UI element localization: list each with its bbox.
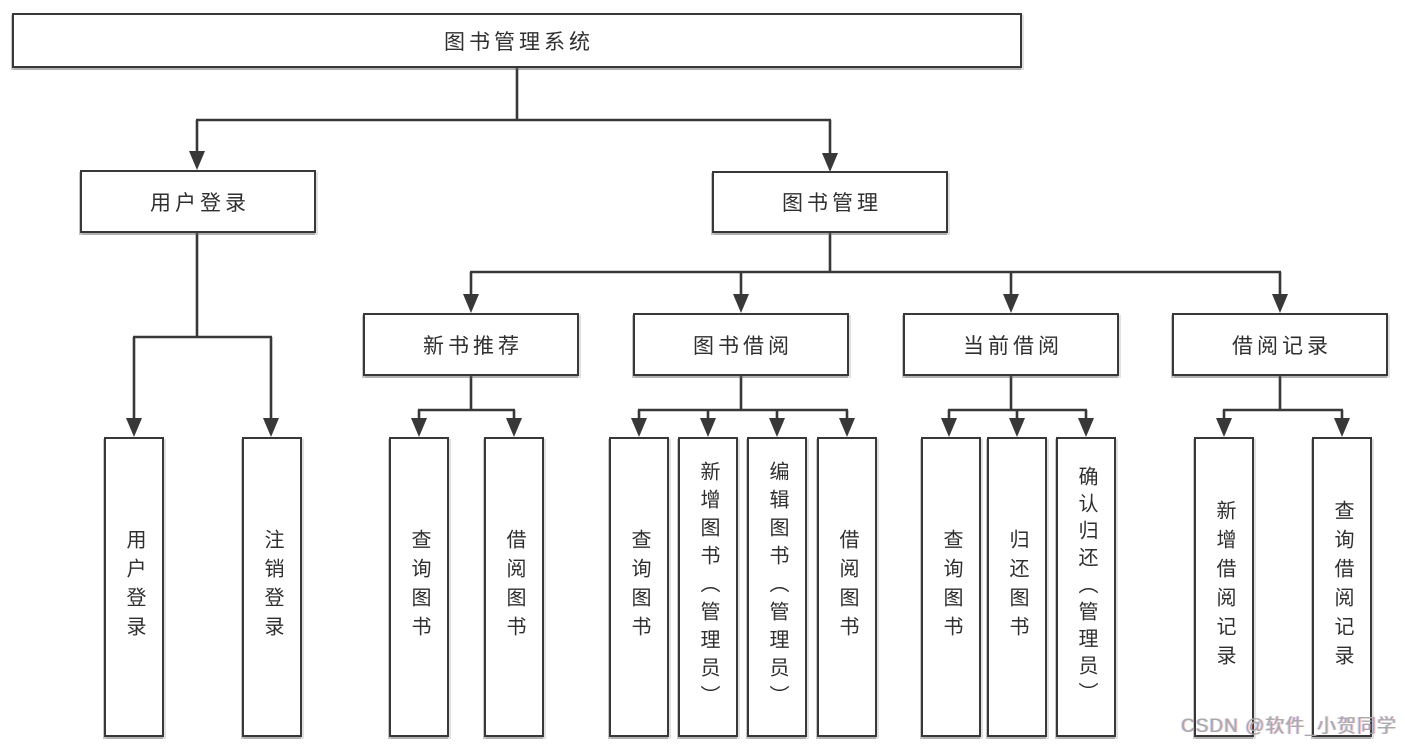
- node-new-book-recommend-label: 新书推荐: [423, 334, 523, 358]
- leaf-query-books-recommend: 查询图书: [389, 437, 449, 737]
- leaf-query-borrow-record-label: 查询借阅记录: [1331, 500, 1353, 674]
- arrowheads-new-book-recommend-children: [411, 418, 522, 437]
- leaf-edit-book-admin-label: 编辑图书（管理员）: [766, 461, 788, 713]
- node-borrow-records: 借阅记录: [1172, 313, 1388, 376]
- node-new-book-recommend: 新书推荐: [363, 313, 579, 376]
- leaf-user-login-label: 用户登录: [123, 529, 145, 645]
- leaf-logout-label: 注销登录: [261, 529, 283, 645]
- node-current-borrow-label: 当前借阅: [963, 334, 1063, 358]
- leaf-confirm-return-admin-label: 确认归还（管理员）: [1075, 465, 1097, 709]
- leaf-edit-book-admin: 编辑图书（管理员）: [747, 437, 807, 737]
- arrowheads-book-management-children: [463, 294, 1288, 313]
- leaf-return-books: 归还图书: [987, 437, 1047, 737]
- leaf-borrow-books-borrow: 借阅图书: [817, 437, 877, 737]
- connector-book-borrow-children: [637, 376, 849, 420]
- connector-root-to-level2: [195, 68, 832, 156]
- arrowheads-current-borrow-children: [941, 418, 1094, 437]
- leaf-borrow-books-borrow-label: 借阅图书: [836, 529, 858, 645]
- node-user-login-label: 用户登录: [150, 191, 250, 215]
- connector-new-book-recommend-children: [417, 376, 516, 420]
- leaf-add-book-admin: 新增图书（管理员）: [678, 437, 738, 737]
- node-current-borrow: 当前借阅: [903, 313, 1119, 376]
- node-book-management: 图书管理: [712, 171, 948, 233]
- arrowheads-user-login-children: [126, 418, 279, 437]
- arrowheads-level2: [189, 151, 838, 172]
- csdn-watermark: CSDN @软件_小贺同学: [1181, 716, 1397, 737]
- leaf-query-books-borrow: 查询图书: [609, 437, 669, 737]
- node-user-login: 用户登录: [80, 170, 316, 233]
- node-root-label: 图书管理系统: [444, 30, 594, 54]
- leaf-confirm-return-admin: 确认归还（管理员）: [1056, 437, 1116, 737]
- leaf-query-books-borrow-label: 查询图书: [628, 529, 650, 645]
- leaf-query-books-recommend-label: 查询图书: [408, 529, 430, 645]
- node-book-borrow-label: 图书借阅: [693, 334, 793, 358]
- leaf-query-books-current: 查询图书: [921, 437, 981, 737]
- node-book-management-label: 图书管理: [782, 192, 882, 215]
- connector-borrow-records-children: [1222, 376, 1344, 420]
- leaf-query-books-current-label: 查询图书: [940, 529, 962, 645]
- arrowheads-borrow-records-children: [1216, 418, 1350, 437]
- leaf-logout: 注销登录: [242, 437, 302, 737]
- connector-user-login-children: [132, 233, 273, 420]
- leaf-add-book-admin-label: 新增图书（管理员）: [697, 461, 719, 713]
- connector-current-borrow-children: [947, 376, 1088, 420]
- leaf-add-borrow-record: 新增借阅记录: [1194, 437, 1254, 737]
- leaf-query-borrow-record: 查询借阅记录: [1312, 437, 1372, 737]
- connector-book-management-children: [469, 233, 1282, 296]
- leaf-borrow-books-recommend-label: 借阅图书: [503, 529, 525, 645]
- arrowheads-book-borrow-children: [631, 418, 855, 437]
- node-root: 图书管理系统: [12, 13, 1022, 68]
- leaf-borrow-books-recommend: 借阅图书: [484, 437, 544, 737]
- leaf-user-login: 用户登录: [104, 437, 164, 737]
- leaf-add-borrow-record-label: 新增借阅记录: [1213, 500, 1235, 674]
- node-borrow-records-label: 借阅记录: [1232, 334, 1332, 358]
- node-book-borrow: 图书借阅: [633, 313, 849, 376]
- leaf-return-books-label: 归还图书: [1006, 529, 1028, 645]
